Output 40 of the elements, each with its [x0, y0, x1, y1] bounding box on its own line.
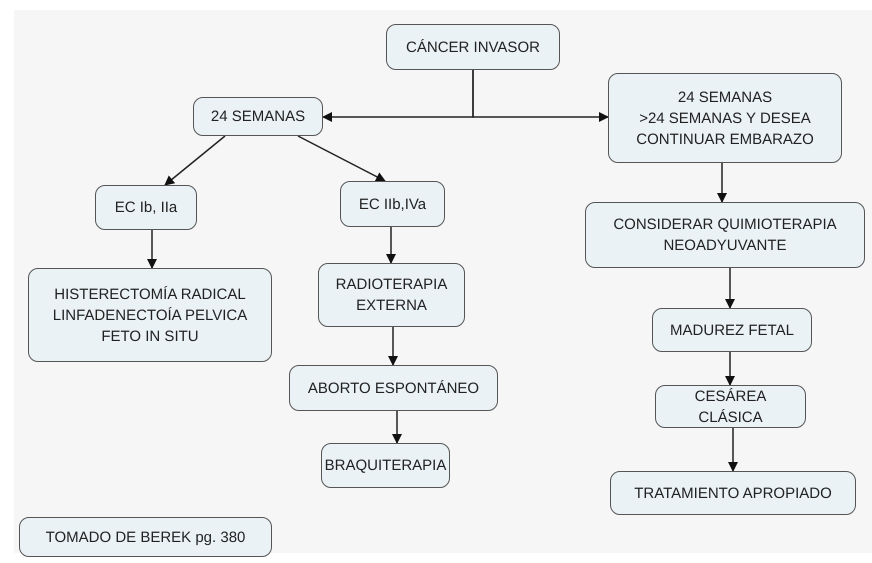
arrow	[472, 70, 609, 122]
box-label: TRATAMIENTO APROPIADO	[634, 484, 832, 504]
process-box	[28, 268, 272, 362]
process-box	[289, 365, 498, 411]
box-label: EC IIb,IVa	[358, 194, 426, 214]
process-box	[318, 263, 465, 327]
arrow	[725, 352, 735, 386]
process-box	[652, 308, 812, 352]
arrow	[386, 227, 396, 264]
process-box	[321, 443, 450, 488]
process-box	[193, 97, 323, 136]
box-label: 24 SEMANAS	[678, 88, 772, 108]
arrow	[717, 163, 727, 203]
process-box	[610, 471, 856, 515]
box-label: HISTERECTOMÍA RADICAL LINFADENECTOÍA PELVICA FETO IN SITU	[52, 284, 248, 346]
arrow	[728, 428, 738, 472]
process-box	[608, 73, 842, 163]
process-box	[585, 202, 865, 268]
process-box	[655, 385, 806, 428]
box-label: CONSIDERAR QUIMIOTERAPIA NEOADYUVANTE	[612, 215, 838, 256]
box-label: 24 SEMANAS	[210, 107, 306, 127]
box-label: EC Ib, IIa	[114, 198, 178, 218]
box-label: CÁNCER INVASOR	[406, 38, 540, 58]
arrow	[147, 230, 157, 269]
process-box	[340, 181, 445, 227]
arrow	[298, 135, 386, 182]
box-label: TOMADO DE BEREK pg. 380	[46, 528, 246, 548]
box-label: >24 SEMANAS Y DESEA CONTINUAR EMBARAZO	[635, 108, 815, 150]
box-label: RADIOTERAPIA EXTERNA	[334, 275, 448, 316]
box-label: ABORTO ESPONTÁNEO	[308, 378, 480, 398]
box-label: MADUREZ FETAL	[670, 320, 794, 340]
process-box	[19, 517, 272, 557]
arrow	[392, 411, 402, 444]
box-label: BRAQUITERAPIA	[324, 456, 446, 476]
arrow	[725, 268, 735, 309]
box-label: CESÁREA CLÁSICA	[694, 386, 768, 428]
arrow	[388, 327, 398, 366]
process-box	[95, 185, 197, 230]
process-box	[386, 24, 560, 70]
arrow	[164, 135, 226, 186]
